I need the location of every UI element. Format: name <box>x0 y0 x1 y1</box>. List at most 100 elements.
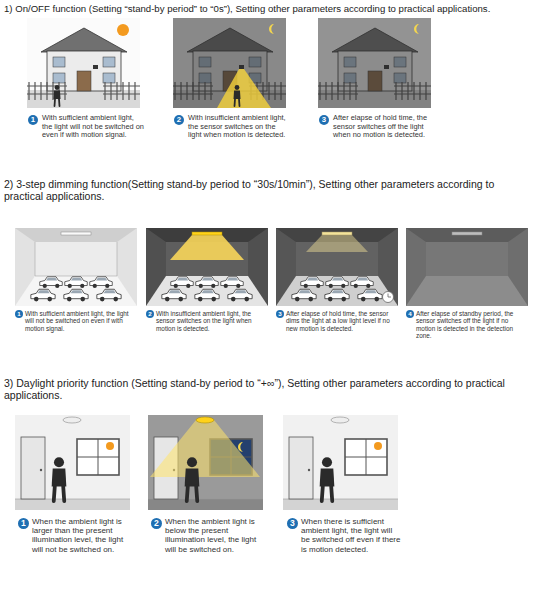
garage-scene-day <box>31 277 121 302</box>
step-number-circle: 1 <box>15 310 23 318</box>
garage-scene-day <box>15 228 137 306</box>
garage-scene-day <box>15 276 137 306</box>
house-scene-night-lit <box>269 24 274 34</box>
garage-scene-off <box>406 228 528 242</box>
room-scene-bright <box>15 415 130 510</box>
circle-fill <box>319 115 329 125</box>
room-scene-dark-lit <box>196 417 214 423</box>
house-scene-night-off <box>414 24 419 34</box>
clock-icon <box>388 294 391 298</box>
room-scene-dark-lit <box>148 415 263 510</box>
callout-number: 4 <box>406 310 414 318</box>
step-number-circle: 2 <box>174 115 184 125</box>
step-number-circle: 2 <box>146 310 154 318</box>
circle-fill <box>287 518 298 529</box>
step-number-circle: 2 <box>151 518 162 529</box>
house-scene-day <box>27 18 140 108</box>
garage-scene-lit <box>146 276 268 306</box>
caption-text: When the ambient light is larger than th… <box>32 517 134 554</box>
garage-scene-dimmed <box>276 276 398 306</box>
callout-number: 1 <box>18 518 29 529</box>
garage-scene-off <box>406 228 528 306</box>
callout-number: 3 <box>319 115 329 125</box>
step-number-circle: 1 <box>18 518 29 529</box>
room-scene-bright <box>15 437 130 510</box>
garage-scene-off <box>426 242 508 276</box>
section-heading: 2) 3-step dimming function(Setting stand… <box>4 178 526 202</box>
garage-scene-dimmed <box>276 228 398 306</box>
house-scene-day <box>27 18 140 108</box>
room-scene-bright-off <box>283 415 398 510</box>
garage-scene-dimmed <box>292 277 382 302</box>
garage-scene-dimmed <box>276 228 398 306</box>
caption-text: With insufficient ambient light, the sen… <box>156 310 261 332</box>
clock-icon <box>383 292 394 303</box>
circle-fill <box>174 115 184 125</box>
step-number-circle: 3 <box>287 518 298 529</box>
garage-scene-lit <box>170 235 244 260</box>
garage-scene-off <box>406 276 528 306</box>
house-scene-night-off <box>318 18 431 108</box>
house-scene-night-lit <box>217 69 271 108</box>
callout-number: 3 <box>276 310 284 318</box>
room-scene-bright-off <box>320 457 335 501</box>
house-scene-day <box>54 85 61 106</box>
caption-text: When there is sufficient ambient light, … <box>301 517 403 554</box>
garage-scene-dimmed <box>322 232 352 235</box>
room-scene-bright-off <box>283 437 398 510</box>
section-heading: 1) On/OFF function (Setting “stand-by pe… <box>4 3 556 14</box>
circle-fill <box>151 518 162 529</box>
caption-text: With sufficient ambient light, the light… <box>25 310 130 332</box>
room-scene-bright <box>63 417 81 423</box>
circle-fill <box>15 310 23 318</box>
garage-scene-day <box>15 228 137 242</box>
garage-scene-day <box>15 228 137 306</box>
room-scene-bright-off <box>331 417 349 423</box>
callout-number: 1 <box>28 115 38 125</box>
circle-fill <box>406 310 414 318</box>
caption-text: When the ambient light is below the pres… <box>165 517 267 554</box>
garage-scene-lit <box>146 228 268 306</box>
circle-fill <box>276 310 284 318</box>
caption-text: After elapse of standby period, the sens… <box>416 310 526 339</box>
house-scene-night-lit <box>173 18 286 108</box>
caption-text: After elapse of hold time, the sensor di… <box>286 310 391 332</box>
garage-scene-lit <box>162 277 252 302</box>
room-scene-dark-lit <box>238 442 243 452</box>
circle-fill <box>28 115 38 125</box>
section-heading: 3) Daylight priority function (Setting s… <box>4 377 526 401</box>
circle-fill <box>18 518 29 529</box>
house-scene-night-off <box>318 18 431 108</box>
garage-scene-off <box>406 228 528 306</box>
garage-scene-day <box>35 242 117 276</box>
callout-number: 2 <box>146 310 154 318</box>
step-number-circle: 3 <box>276 310 284 318</box>
garage-scene-lit <box>192 232 222 235</box>
garage-scene-day <box>35 242 117 276</box>
callout-number: 1 <box>15 310 23 318</box>
garage-scene-off <box>452 232 482 235</box>
caption-text: After elapse of hold time, the sensor sw… <box>333 114 438 140</box>
caption-text: With insufficient ambient light, the sen… <box>188 114 290 140</box>
caption-text: With sufficient ambient light, the light… <box>42 114 144 140</box>
room-scene-dark-lit <box>150 420 260 477</box>
house-scene-day <box>27 82 140 100</box>
house-scene-night-lit <box>234 85 241 106</box>
garage-scene-lit <box>146 228 268 306</box>
step-number-circle: 1 <box>28 115 38 125</box>
garage-scene-day <box>61 232 91 235</box>
callout-number: 2 <box>174 115 184 125</box>
circle-fill <box>146 310 154 318</box>
room-scene-bright-off <box>283 415 398 510</box>
clock-icon <box>383 292 394 303</box>
house-scene-night-off <box>318 18 431 108</box>
room-scene-bright <box>15 415 130 510</box>
step-number-circle: 3 <box>319 115 329 125</box>
callout-number: 3 <box>287 518 298 529</box>
garage-scene-dimmed <box>306 235 368 252</box>
room-scene-bright <box>52 457 67 501</box>
room-scene-dark-lit <box>185 457 200 501</box>
room-scene-bright-off <box>374 442 382 450</box>
